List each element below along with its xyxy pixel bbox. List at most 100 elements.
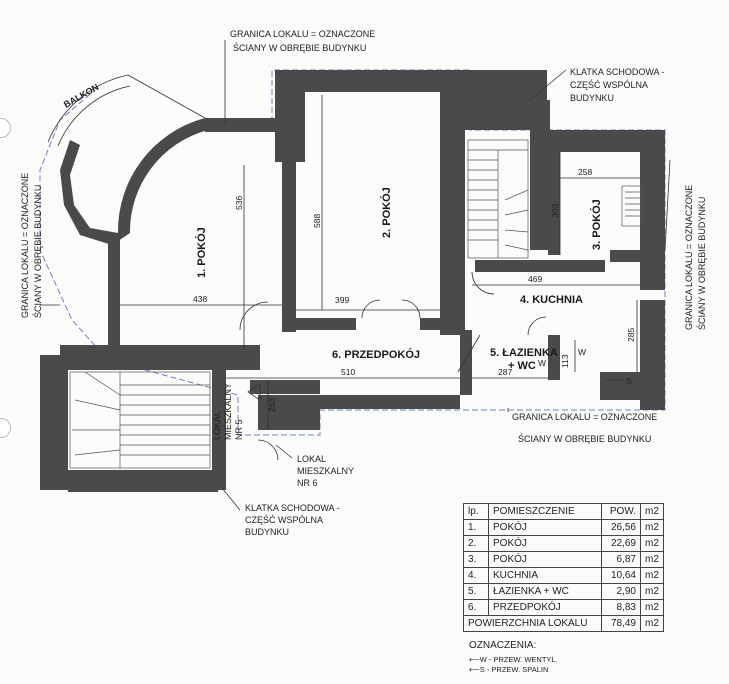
rotunda-wall — [117, 118, 208, 233]
boundary-top-line2: ŚCIANY W OBRĘBIE BUDYNKU — [233, 42, 366, 53]
room-6-label: 6. PRZEDPOKÓJ — [332, 348, 420, 361]
unit5-line3: NR 5 — [234, 419, 244, 440]
row-name: POKÓJ — [488, 551, 602, 568]
legend-item-vent: ⟵W - PRZEW. WENTYL. — [469, 655, 558, 665]
stairs-bottom-line2: CZĘŚĆ WSPÓLNA — [245, 514, 323, 525]
room-4-label: 4. KUCHNIA — [520, 294, 583, 306]
row-unit: m2 — [640, 535, 664, 552]
table-total-row: POWIERZCHNIA LOKALU 78,49 m2 — [463, 615, 664, 632]
stairs-top-line2: CZĘŚĆ WSPÓLNA — [570, 79, 648, 90]
dim-438: 438 — [193, 294, 207, 304]
right-balcony — [621, 185, 643, 227]
row-num: 1. — [463, 519, 489, 536]
legend: OZNACZENIA: ⟵W - PRZEW. WENTYL. ⟵S - PRZ… — [469, 640, 558, 675]
room-3-label: 3. POKÓJ — [590, 199, 603, 250]
unit6-line1: LOKAL — [297, 454, 326, 464]
row-name: POKÓJ — [488, 519, 602, 536]
table-row: 5. ŁAZIENKA + WC 2,90 m2 — [463, 583, 664, 600]
dim-263: 263 — [267, 398, 277, 412]
unit5-line1: LOKAL — [212, 411, 222, 440]
boundary-bottom-line1: GRANICA LOKALU = OZNACZONE — [512, 412, 657, 422]
stairs-bottom — [69, 371, 211, 469]
dim-258: 258 — [578, 167, 592, 177]
dim-285: 285 — [626, 328, 636, 342]
row-area: 26,56 — [601, 519, 641, 536]
legend-flue-text: S - PRZEW. SPALIN — [479, 665, 549, 674]
balcony-label: BALKON — [62, 82, 100, 110]
room-1-label: 1. POKÓJ — [195, 227, 208, 278]
table-row: 4. KUCHNIA 10,64 m2 — [463, 567, 664, 584]
arrow-left-icon: ⟵ — [469, 665, 480, 674]
col-unit: m2 — [640, 503, 664, 520]
stairs-top — [467, 139, 529, 259]
room-2-label: 2. POKÓJ — [380, 187, 393, 238]
unit6-line2: MIESZKALNY — [297, 466, 354, 476]
legend-title: OZNACZENIA: — [469, 640, 537, 651]
dimension-lines — [120, 95, 640, 430]
row-num: 6. — [463, 599, 489, 616]
dim-113: 113 — [560, 354, 570, 368]
row-name: POKÓJ — [488, 535, 602, 552]
rotunda-wall-lower — [60, 140, 130, 245]
col-lp: lp. — [463, 503, 489, 520]
boundary-left-line2: ŚCIANY W OBRĘBIE BUDYNKU — [32, 185, 43, 318]
row-num: 5. — [463, 583, 489, 600]
unit6-line3: NR 6 — [297, 478, 318, 488]
boundary-top-line1: GRANICA LOKALU = OZNACZONE — [230, 29, 375, 39]
boundary-left-line1: GRANICA LOKALU = OZNACZONE — [20, 173, 30, 318]
col-area: POW. — [601, 503, 641, 520]
arrow-left-icon: ⟵ — [469, 655, 480, 664]
dim-303: 303 — [550, 204, 560, 218]
row-area: 6,87 — [601, 551, 641, 568]
flue-s: S — [626, 376, 632, 386]
table-row: 2. POKÓJ 22,69 m2 — [463, 535, 664, 552]
leader-lines — [40, 40, 671, 511]
room-5-label-line1: 5. ŁAZIENKA — [490, 347, 558, 359]
balcony-railing — [47, 74, 129, 143]
stairs-bottom-line1: KLATKA SCHODOWA - — [245, 503, 340, 513]
total-unit: m2 — [640, 615, 664, 632]
row-area: 8,83 — [601, 599, 641, 616]
row-area: 10,64 — [601, 567, 641, 584]
boundary-bottom-line2: ŚCIANY W OBRĘBIE BUDYNKU — [518, 433, 651, 444]
dim-536: 536 — [234, 196, 244, 210]
dim-510: 510 — [341, 367, 355, 377]
table-header-row: lp. POMIESZCZENIE POW. m2 — [463, 503, 664, 520]
dim-588: 588 — [312, 214, 322, 228]
row-name: PRZEDPOKÓJ — [488, 599, 602, 616]
room-5-label-line2: + WC — [508, 360, 536, 372]
legend-vent-text: W - PRZEW. WENTYL. — [479, 655, 558, 664]
stairs-bottom-line3: BUDYNKU — [245, 527, 289, 537]
unit5-line2: MIESZKALNY — [223, 383, 233, 440]
row-name: KUCHNIA — [488, 567, 602, 584]
dim-287: 287 — [498, 367, 512, 377]
col-room: POMIESZCZENIE — [488, 503, 602, 520]
stairs-top-line1: KLATKA SCHODOWA - — [570, 67, 665, 77]
walls — [40, 70, 665, 492]
stairs-top-line3: BUDYNKU — [570, 93, 614, 103]
dim-469: 469 — [528, 274, 542, 284]
total-label: POWIERZCHNIA LOKALU — [463, 615, 602, 632]
boundary-right-line1: GRANICA LOKALU = OZNACZONE — [684, 185, 694, 330]
row-area: 22,69 — [601, 535, 641, 552]
row-unit: m2 — [640, 551, 664, 568]
doors — [239, 271, 547, 461]
vent-w-bathroom: W — [538, 358, 546, 368]
row-name: ŁAZIENKA + WC — [488, 583, 602, 600]
row-area: 2,90 — [601, 583, 641, 600]
row-unit: m2 — [640, 599, 664, 616]
total-area: 78,49 — [601, 615, 641, 632]
row-num: 4. — [463, 567, 489, 584]
row-unit: m2 — [640, 583, 664, 600]
table-row: 3. POKÓJ 6,87 m2 — [463, 551, 664, 568]
row-unit: m2 — [640, 567, 664, 584]
row-unit: m2 — [640, 519, 664, 536]
dim-399: 399 — [335, 295, 349, 305]
table-row: 6. PRZEDPOKÓJ 8,83 m2 — [463, 599, 664, 616]
area-table: lp. POMIESZCZENIE POW. m2 1. POKÓJ 26,56… — [463, 503, 664, 632]
boundary-line — [39, 69, 666, 436]
row-num: 3. — [463, 551, 489, 568]
table-row: 1. POKÓJ 26,56 m2 — [463, 519, 664, 536]
legend-item-flue: ⟵S - PRZEW. SPALIN — [469, 665, 558, 675]
